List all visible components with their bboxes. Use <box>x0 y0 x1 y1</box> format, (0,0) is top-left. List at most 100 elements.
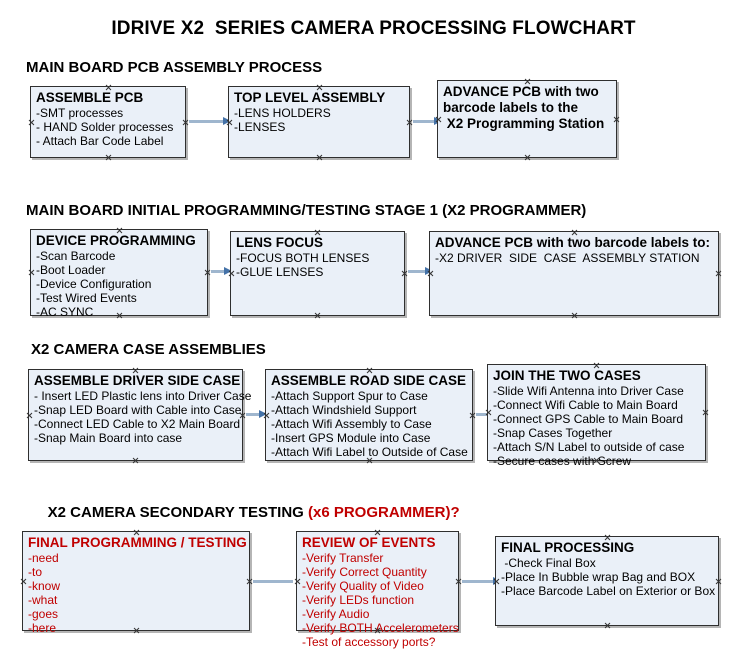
node-top-level-assembly[interactable]: TOP LEVEL ASSEMBLY -LENS HOLDERS -LENSES <box>228 86 410 158</box>
connector-handle-right[interactable] <box>246 578 253 585</box>
node-line: -Attach S/N Label to outside of case <box>493 440 685 454</box>
node-line: -SMT processes <box>36 106 124 120</box>
node-line: -goes <box>28 607 59 621</box>
connector-handle-bottom[interactable] <box>524 154 531 161</box>
node-title: ASSEMBLE PCB <box>36 90 144 105</box>
node-line: -Secure cases with Screw <box>493 454 632 468</box>
connector-assemble-pcb-to-top-level-assembly <box>189 117 231 125</box>
node-assemble-road-side-case[interactable]: ASSEMBLE ROAD SIDE CASE -Attach Support … <box>265 369 473 461</box>
node-line: - Attach Bar Code Label <box>36 134 164 148</box>
node-line: -need <box>28 551 59 565</box>
node-assemble-pcb[interactable]: ASSEMBLE PCB -SMT processes - HAND Solde… <box>30 86 186 158</box>
connector-handle-left[interactable] <box>26 412 33 419</box>
connector-handle-bottom[interactable] <box>571 312 578 319</box>
node-line: -Place Barcode Label on Exterior or Box <box>501 584 716 598</box>
node-line: -Test Wired Events <box>36 291 137 305</box>
node-title: ADVANCE PCB with two <box>443 84 599 99</box>
connector-handle-right[interactable] <box>204 269 211 276</box>
node-title: ASSEMBLE DRIVER SIDE CASE <box>34 373 241 388</box>
node-line: -to <box>28 565 43 579</box>
connector-handle-right[interactable] <box>182 119 189 126</box>
node-line: - Insert LED Plastic lens into Driver Ca… <box>34 389 252 403</box>
node-line: -AC SYNC <box>36 305 94 319</box>
node-line: -Verify BOTH Accelerometers <box>302 621 459 635</box>
node-title: DEVICE PROGRAMMING <box>36 233 196 248</box>
node-line: -Snap Main Board into case <box>34 431 183 445</box>
node-title: LENS FOCUS <box>236 235 324 250</box>
node-assemble-driver-side-case[interactable]: ASSEMBLE DRIVER SIDE CASE - Insert LED P… <box>26 369 252 464</box>
section-heading-main-board-initial-programming: MAIN BOARD INITIAL PROGRAMMING/TESTING S… <box>26 202 587 219</box>
node-line: -Place In Bubble wrap Bag and BOX <box>501 570 696 584</box>
node-line: -GLUE LENSES <box>236 265 324 279</box>
connector-handle-left[interactable] <box>28 119 35 126</box>
arrowhead-icon <box>259 410 267 418</box>
node-line: -Attach Support Spur to Case <box>271 389 428 403</box>
node-line: -Connect GPS Cable to Main Board <box>493 412 684 426</box>
connector-driver-side-to-road-side <box>246 410 267 418</box>
node-line: -Attach Wifi Label to Outside of Case <box>271 445 468 459</box>
node-line: -Attach Wifi Assembly to Case <box>271 417 432 431</box>
section-heading-accent: (x6 PROGRAMMER)? <box>307 504 460 521</box>
connector-handle-left[interactable] <box>20 578 27 585</box>
node-lens-focus[interactable]: LENS FOCUS -FOCUS BOTH LENSES -GLUE LENS… <box>230 231 405 316</box>
node-device-programming[interactable]: DEVICE PROGRAMMING -Scan Barcode -Boot L… <box>28 229 211 319</box>
connector-handle-left[interactable] <box>294 578 301 585</box>
node-title: ADVANCE PCB with two barcode labels to: <box>435 235 711 250</box>
page-title: IDRIVE X2 SERIES CAMERA PROCESSING FLOWC… <box>111 18 636 39</box>
node-title: REVIEW OF EVENTS <box>302 535 436 550</box>
connector-handle-right[interactable] <box>613 116 620 123</box>
node-line: -Verify Transfer <box>302 551 384 565</box>
node-line: -Snap LED Board with Cable into Case <box>34 403 242 417</box>
node-line: -Attach Windshield Support <box>271 403 417 417</box>
connector-handle-bottom[interactable] <box>316 154 323 161</box>
arrowhead-icon <box>224 267 232 275</box>
node-line: -Verify Quality of Video <box>302 579 424 593</box>
node-title: FINAL PROGRAMMING / TESTING <box>28 535 247 550</box>
node-line: -Verify LEDs function <box>302 593 415 607</box>
node-line: -what <box>28 593 58 607</box>
node-line: -Verify Audio <box>302 607 370 621</box>
section-heading-main-board-pcb-assembly-process: MAIN BOARD PCB ASSEMBLY PROCESS <box>26 59 323 76</box>
connector-handle-right[interactable] <box>406 119 413 126</box>
node-line: -Snap Cases Together <box>493 426 613 440</box>
node-title: ASSEMBLE ROAD SIDE CASE <box>271 373 467 388</box>
node-line: -Check Final Box <box>501 556 596 570</box>
connector-review-of-events-to-final-processing <box>462 577 501 585</box>
node-title: FINAL PROCESSING <box>501 540 635 555</box>
arrowhead-icon <box>223 117 231 125</box>
node-line: -FOCUS BOTH LENSES <box>236 251 370 265</box>
node-line: -LENSES <box>234 120 286 134</box>
connector-top-level-assembly-to-advance-pcb <box>413 117 442 125</box>
node-review-of-events[interactable]: REVIEW OF EVENTS -Verify Transfer -Verif… <box>294 531 462 649</box>
connector-handle-bottom[interactable] <box>604 622 611 629</box>
node-line: -Device Configuration <box>36 277 152 291</box>
connector-handle-right[interactable] <box>715 578 722 585</box>
node-advance-pcb-programming-station[interactable]: ADVANCE PCB with two barcode labels to t… <box>437 80 617 158</box>
connector-handle-left[interactable] <box>28 269 35 276</box>
node-line: -Boot Loader <box>36 263 106 277</box>
section-heading-x2-camera-secondary-testing: X2 CAMERA SECONDARY TESTING (x6 PROGRAMM… <box>31 487 460 538</box>
node-line: -Connect LED Cable to X2 Main Board <box>34 417 241 431</box>
node-join-the-two-cases[interactable]: JOIN THE TWO CASES -Slide Wifi Antenna i… <box>487 364 709 468</box>
node-line: barcode labels to the <box>443 100 579 115</box>
connector-handle-bottom[interactable] <box>132 457 139 464</box>
node-line: -Slide Wifi Antenna into Driver Case <box>493 384 684 398</box>
node-line: -Scan Barcode <box>36 249 116 263</box>
connector-handle-bottom[interactable] <box>314 312 321 319</box>
connector-handle-right[interactable] <box>401 270 408 277</box>
node-line: -here <box>28 621 57 635</box>
connector-handle-right[interactable] <box>702 409 709 416</box>
connector-handle-right[interactable] <box>455 578 462 585</box>
connector-handle-right[interactable] <box>469 412 476 419</box>
node-line: -Insert GPS Module into Case <box>271 431 431 445</box>
node-final-processing[interactable]: FINAL PROCESSING -Check Final Box -Place… <box>495 536 719 626</box>
connector-handle-right[interactable] <box>715 270 722 277</box>
node-advance-pcb-driver-side-case[interactable]: ADVANCE PCB with two barcode labels to: … <box>429 231 719 316</box>
connector-handle-bottom[interactable] <box>105 154 112 161</box>
node-line: - HAND Solder processes <box>36 120 174 134</box>
node-line: -Connect Wifi Cable to Main Board <box>493 398 678 412</box>
node-line: -Verify Correct Quantity <box>302 565 427 579</box>
node-title: JOIN THE TWO CASES <box>493 368 641 383</box>
node-final-programming-testing[interactable]: FINAL PROGRAMMING / TESTING -need -to -k… <box>20 531 253 635</box>
